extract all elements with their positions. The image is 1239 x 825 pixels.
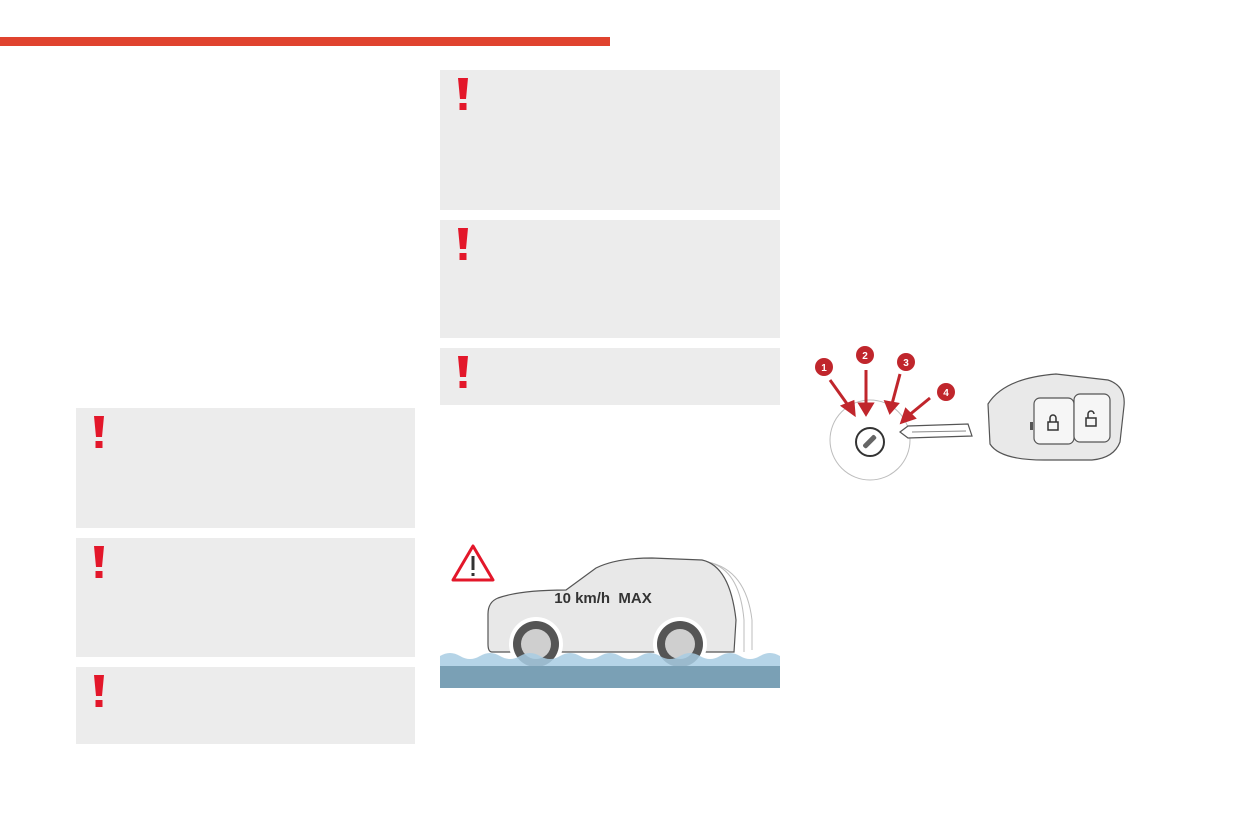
position-2-badge: 2 [862, 351, 868, 362]
warning-box [76, 538, 415, 657]
position-3-badge: 3 [903, 358, 909, 369]
lock-button-icon [1047, 414, 1059, 431]
exclamation-icon [94, 675, 104, 707]
exclamation-icon [94, 416, 104, 448]
exclamation-icon [94, 546, 104, 578]
ignition-lock-icon [855, 427, 885, 457]
remote-key-icon [899, 373, 1125, 461]
speed-limit-label: 10 km/h MAX [554, 590, 652, 607]
warning-box [76, 667, 415, 744]
top-accent-bar [0, 37, 610, 46]
exclamation-icon [458, 356, 468, 388]
position-badges: 1 2 3 4 [815, 346, 955, 401]
car-motion-lines [707, 561, 753, 652]
ignition-key-illustration: 1 2 3 4 [815, 346, 1125, 481]
position-4-badge: 4 [943, 388, 949, 399]
ignition-switch-ring [829, 399, 911, 481]
warning-triangle-icon [451, 544, 495, 582]
water-waves [440, 653, 780, 688]
exclamation-icon [458, 78, 468, 110]
unlock-button-icon [1085, 410, 1097, 427]
position-1-badge: 1 [821, 363, 827, 374]
warning-box [440, 220, 780, 338]
warning-box [76, 408, 415, 528]
warning-box [440, 348, 780, 405]
position-arrows [828, 370, 931, 425]
exclamation-icon [458, 228, 468, 260]
flood-driving-illustration: 10 km/h MAX [440, 544, 780, 688]
warning-box [440, 70, 780, 210]
